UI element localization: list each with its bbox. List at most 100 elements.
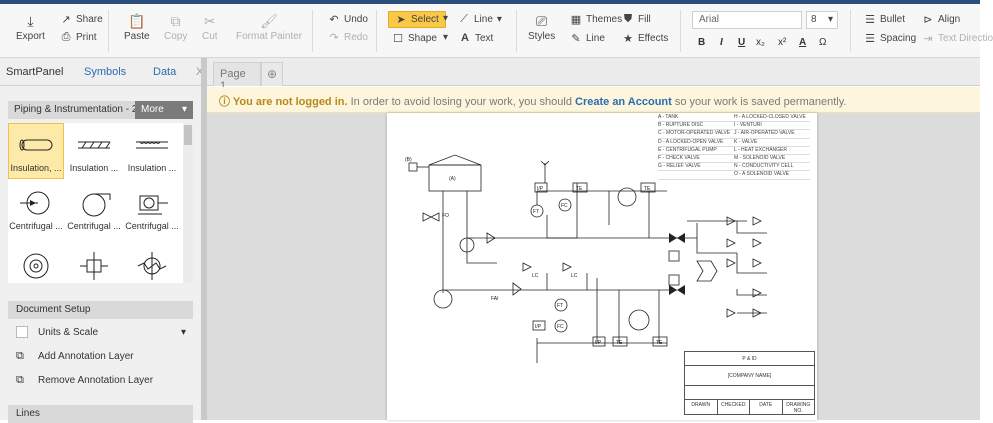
solenoid-valve-s[interactable] bbox=[668, 274, 680, 286]
underline-button[interactable]: U bbox=[738, 37, 746, 48]
scroll-thumb[interactable] bbox=[184, 125, 192, 145]
valve-o-1[interactable] bbox=[726, 216, 736, 226]
shape-tool-button[interactable]: ☐Shape bbox=[393, 33, 437, 45]
valve-c-left[interactable] bbox=[422, 212, 432, 222]
valve-o-2[interactable] bbox=[726, 238, 736, 248]
conductivity-cell[interactable] bbox=[696, 260, 718, 282]
paste-button[interactable]: 📋 Paste bbox=[124, 13, 150, 42]
shape-category-header[interactable]: Piping & Instrumentation - 2 More▾ bbox=[8, 101, 193, 119]
valve-f[interactable] bbox=[486, 232, 496, 244]
font-size-select[interactable]: 8▾ bbox=[806, 11, 838, 29]
subscript-button[interactable]: x₂ bbox=[756, 37, 765, 48]
diagram-page[interactable]: (A) (B) I/P TE TE FC FT FO LC LC FAI FT … bbox=[387, 113, 817, 420]
fill-button[interactable]: ⛊Fill bbox=[623, 13, 651, 25]
te-lower-right[interactable] bbox=[652, 336, 668, 347]
heat-exchanger-upper[interactable] bbox=[617, 187, 637, 207]
bullet-list-icon: ☰ bbox=[865, 14, 875, 26]
ft-instrument-lower[interactable] bbox=[554, 298, 568, 312]
valve-k-2[interactable] bbox=[752, 238, 762, 248]
redo-button[interactable]: ↷Redo bbox=[329, 32, 368, 44]
ip-converter-lower-2[interactable] bbox=[592, 336, 606, 347]
shape-insulation-2[interactable]: Insulation ... bbox=[124, 123, 180, 179]
valve-k-3[interactable] bbox=[752, 258, 762, 268]
tab-data[interactable]: Data bbox=[153, 66, 177, 78]
line-style-button[interactable]: ✎Line bbox=[571, 33, 605, 45]
add-page-button[interactable]: ⊕ bbox=[261, 62, 283, 86]
cut-button[interactable]: ✂ Cut bbox=[202, 13, 218, 42]
top-accent-strip bbox=[0, 0, 980, 4]
bold-button[interactable]: B bbox=[698, 37, 706, 48]
shape-centrifugal-fan[interactable]: Centrifugal ... bbox=[66, 181, 122, 237]
remove-annotation-layer-item[interactable]: ⧉ Remove Annotation Layer bbox=[16, 374, 154, 386]
shape-library-scrollbar[interactable] bbox=[183, 123, 193, 283]
canvas-area[interactable]: (A) (B) I/P TE TE FC FT FO LC LC FAI FT … bbox=[207, 113, 980, 420]
units-scale-item[interactable]: Units & Scale ▾ bbox=[16, 326, 186, 338]
shape-insulated-pipe[interactable]: Insulation, ... bbox=[8, 123, 64, 179]
align-button[interactable]: ⊳Align bbox=[923, 14, 961, 26]
document-setup-header[interactable]: Document Setup bbox=[8, 301, 193, 319]
heat-exchanger-lower[interactable] bbox=[628, 309, 650, 331]
shape-centrifugal-pump[interactable]: Centrifugal ... bbox=[8, 181, 64, 237]
fc-lower[interactable] bbox=[554, 319, 568, 333]
export-button[interactable]: ⤓ Export bbox=[16, 13, 45, 42]
valve-h[interactable] bbox=[522, 262, 532, 272]
rupture-disc[interactable] bbox=[408, 162, 418, 172]
bullet-button[interactable]: ☰Bullet bbox=[865, 14, 906, 26]
spacing-button[interactable]: ☰Spacing bbox=[865, 33, 917, 45]
shape-spiral-pump[interactable] bbox=[8, 239, 64, 295]
shape-dropdown[interactable]: ▾ bbox=[443, 32, 448, 43]
more-button[interactable]: More▾ bbox=[135, 101, 193, 119]
font-color-button[interactable]: A bbox=[799, 37, 807, 48]
special-character-button[interactable]: Ω bbox=[819, 37, 827, 48]
shape-flow-element[interactable] bbox=[66, 239, 122, 295]
title-block[interactable]: P & ID [COMPANY NAME] DRAWN CHECKED DATE… bbox=[684, 351, 815, 415]
copy-button[interactable]: ⧉ Copy bbox=[164, 13, 188, 42]
superscript-button[interactable]: x² bbox=[778, 37, 787, 48]
valve-k-1[interactable] bbox=[752, 216, 762, 226]
valve-o-4[interactable] bbox=[726, 308, 736, 318]
styles-button[interactable]: ⎚ Styles bbox=[528, 13, 556, 42]
shape-centrifugal-compressor[interactable]: Centrifugal ... bbox=[124, 181, 180, 237]
valve-k-4[interactable] bbox=[752, 288, 762, 298]
share-button[interactable]: ↗Share bbox=[61, 14, 103, 26]
te-upper-right[interactable] bbox=[640, 182, 656, 193]
tab-page-1[interactable]: Page 1 bbox=[213, 62, 261, 92]
shape-insulation-1[interactable]: Insulation ... bbox=[66, 123, 122, 179]
add-annotation-layer-item[interactable]: ⧉ Add Annotation Layer bbox=[16, 350, 134, 362]
valve-f-lower[interactable] bbox=[512, 282, 522, 296]
lines-header[interactable]: Lines bbox=[8, 405, 193, 423]
panel-resize-handle[interactable] bbox=[201, 58, 207, 420]
tab-smartpanel[interactable]: SmartPanel bbox=[6, 66, 64, 78]
close-panel-button[interactable]: X bbox=[196, 66, 204, 78]
undo-button[interactable]: ↶Undo bbox=[329, 14, 368, 26]
ip-converter-upper[interactable] bbox=[534, 182, 548, 193]
te-lower-left[interactable] bbox=[612, 336, 628, 347]
line-tool-button[interactable]: ⟋Line▾ bbox=[458, 13, 502, 26]
select-tool-button[interactable]: ➤Select bbox=[388, 11, 446, 28]
print-button[interactable]: ⎙Print bbox=[61, 31, 97, 43]
tank-roof[interactable] bbox=[428, 154, 482, 166]
format-painter-button[interactable]: 🖌 Format Painter bbox=[236, 13, 303, 42]
tank[interactable] bbox=[428, 164, 482, 192]
ip-converter-lower[interactable] bbox=[532, 320, 546, 331]
solenoid-valve-m[interactable] bbox=[668, 250, 680, 262]
valve-o-3[interactable] bbox=[726, 258, 736, 268]
themes-button[interactable]: ▦Themes bbox=[570, 14, 623, 26]
select-dropdown[interactable]: ▾ bbox=[443, 13, 448, 24]
insulated-pipe-icon bbox=[19, 139, 53, 150]
text-direction-button[interactable]: ⇥Text Directio bbox=[923, 33, 993, 45]
create-account-link[interactable]: Create an Account bbox=[575, 96, 672, 108]
font-family-select[interactable]: Arial bbox=[692, 11, 802, 29]
fc-upper[interactable] bbox=[558, 198, 572, 212]
valve-k-5[interactable] bbox=[752, 308, 762, 318]
pid-diagram[interactable]: (A) (B) I/P TE TE FC FT FO LC LC FAI FT … bbox=[387, 113, 817, 420]
ft-instrument[interactable] bbox=[530, 204, 544, 218]
tab-symbols[interactable]: Symbols bbox=[84, 66, 127, 78]
effects-button[interactable]: ★Effects bbox=[623, 33, 669, 45]
valve-h-right[interactable] bbox=[562, 262, 572, 272]
te-upper-left[interactable] bbox=[572, 182, 588, 193]
shape-heat-exchanger[interactable] bbox=[124, 239, 180, 295]
italic-button[interactable]: I bbox=[720, 37, 723, 48]
